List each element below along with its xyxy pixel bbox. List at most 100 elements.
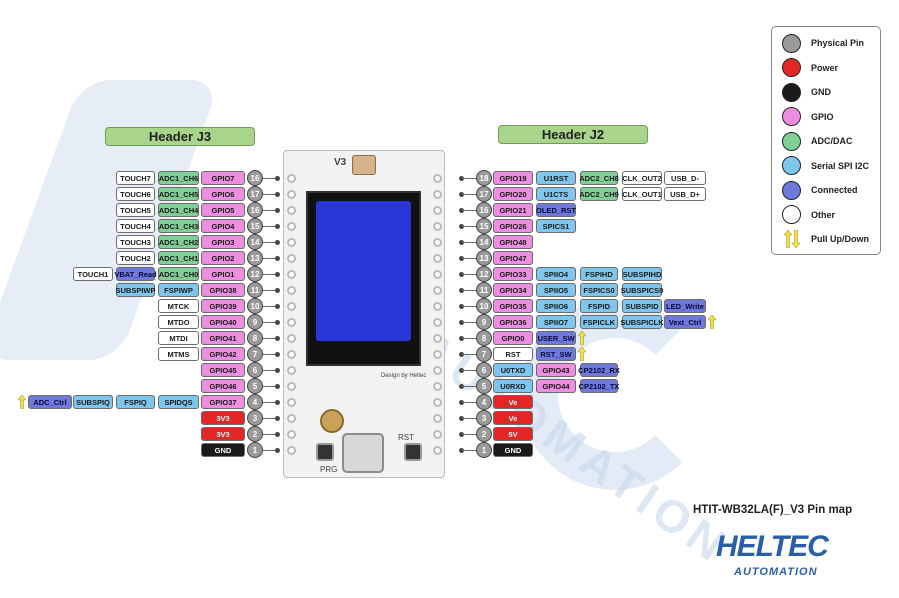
board-hole: [287, 206, 296, 215]
header-hole-dot: [275, 192, 280, 197]
gpio-label: RST: [493, 347, 533, 361]
function-label: TOUCH1: [73, 267, 113, 281]
legend-label: Other: [811, 209, 836, 220]
pin-wire: [462, 178, 476, 179]
legend-item: Other: [782, 205, 835, 225]
pin-wire: [263, 226, 277, 227]
function-label: ADC2_CH8: [579, 171, 619, 185]
gpio-label: GPIO4: [201, 219, 245, 233]
function-label: RST_SW: [536, 347, 576, 361]
board-hole: [433, 286, 442, 295]
board-hole: [287, 190, 296, 199]
header-hole-dot: [459, 368, 464, 373]
function-label: TOUCH6: [116, 187, 155, 201]
board-hole: [433, 318, 442, 327]
pin-wire: [462, 306, 476, 307]
legend-item: Physical Pin: [782, 33, 864, 53]
physical-pin-number: 18: [476, 170, 492, 186]
gpio-label: Ve: [493, 395, 533, 409]
header-hole-dot: [459, 288, 464, 293]
function-label: SPIIO4: [536, 267, 576, 281]
header-hole-dot: [459, 432, 464, 437]
board-hole: [433, 334, 442, 343]
pin-wire: [462, 418, 476, 419]
physical-pin-number: 8: [247, 330, 263, 346]
pin-wire: [263, 338, 277, 339]
gpio-label: GPIO34: [493, 283, 533, 297]
function-label: ADC1_CH1: [158, 251, 199, 265]
function-label: FSPIQ: [116, 395, 155, 409]
physical-pin-number: 6: [247, 362, 263, 378]
function-label: FSPIHD: [580, 267, 618, 281]
board-hole: [287, 414, 296, 423]
header-hole-dot: [459, 352, 464, 357]
function-label: ADC1_CH5: [158, 187, 199, 201]
physical-pin-number: 1: [476, 442, 492, 458]
function-label: SUBSPIHD: [622, 267, 662, 281]
physical-pin-number: 10: [247, 298, 263, 314]
board-hole: [287, 446, 296, 455]
gpio-label: GPIO0: [493, 331, 533, 345]
function-label: Vext_Ctrl: [664, 315, 706, 329]
board-hole: [287, 318, 296, 327]
board-hole: [433, 350, 442, 359]
board-hole: [287, 366, 296, 375]
board-hole: [433, 270, 442, 279]
board-hole: [433, 174, 442, 183]
pin-wire: [263, 194, 277, 195]
pin-wire: [263, 434, 277, 435]
board-hole: [287, 382, 296, 391]
function-label: FSPIWP: [158, 283, 199, 297]
oled-display: [306, 191, 421, 366]
legend-label: Pull Up/Down: [811, 234, 869, 244]
pin-wire: [462, 386, 476, 387]
pin-wire: [263, 306, 277, 307]
gpio-label: 5V: [493, 427, 533, 441]
pin-wire: [263, 274, 277, 275]
board-hole: [287, 222, 296, 231]
legend-label: GND: [811, 87, 831, 97]
gpio-label: GPIO47: [493, 251, 533, 265]
function-label: CP2102_TX: [579, 379, 619, 393]
legend-label: GPIO: [811, 111, 834, 122]
header-hole-dot: [459, 416, 464, 421]
pin-wire: [462, 226, 476, 227]
physical-pin-number: 9: [476, 314, 492, 330]
function-label: OLED_RST: [536, 203, 576, 217]
gpio-label: GND: [493, 443, 533, 457]
function-label: ADC_Ctrl: [28, 395, 72, 409]
legend-swatch: [782, 156, 801, 175]
physical-pin-number: 17: [247, 186, 263, 202]
board-hole: [433, 382, 442, 391]
pin-map-caption: HTIT-WB32LA(F)_V3 Pin map: [693, 504, 853, 516]
physical-pin-number: 7: [247, 346, 263, 362]
legend-swatch: [782, 33, 801, 53]
gpio-label: GPIO45: [201, 363, 245, 377]
board-hole: [287, 398, 296, 407]
logo-main-text: HELTEC: [716, 530, 829, 563]
header-hole-dot: [275, 416, 280, 421]
header-hole-dot: [459, 224, 464, 229]
physical-pin-number: 12: [247, 266, 263, 282]
heltec-logo: HELTEC AUTOMATION: [716, 530, 856, 585]
function-label: USER_SW: [536, 331, 576, 345]
pull-up-arrow-icon: [708, 315, 716, 329]
gpio-label: GPIO41: [201, 331, 245, 345]
legend-swatch: [782, 58, 801, 77]
function-label: FSPICLK: [580, 315, 618, 329]
header-hole-dot: [459, 272, 464, 277]
gpio-label: GPIO20: [493, 187, 533, 201]
